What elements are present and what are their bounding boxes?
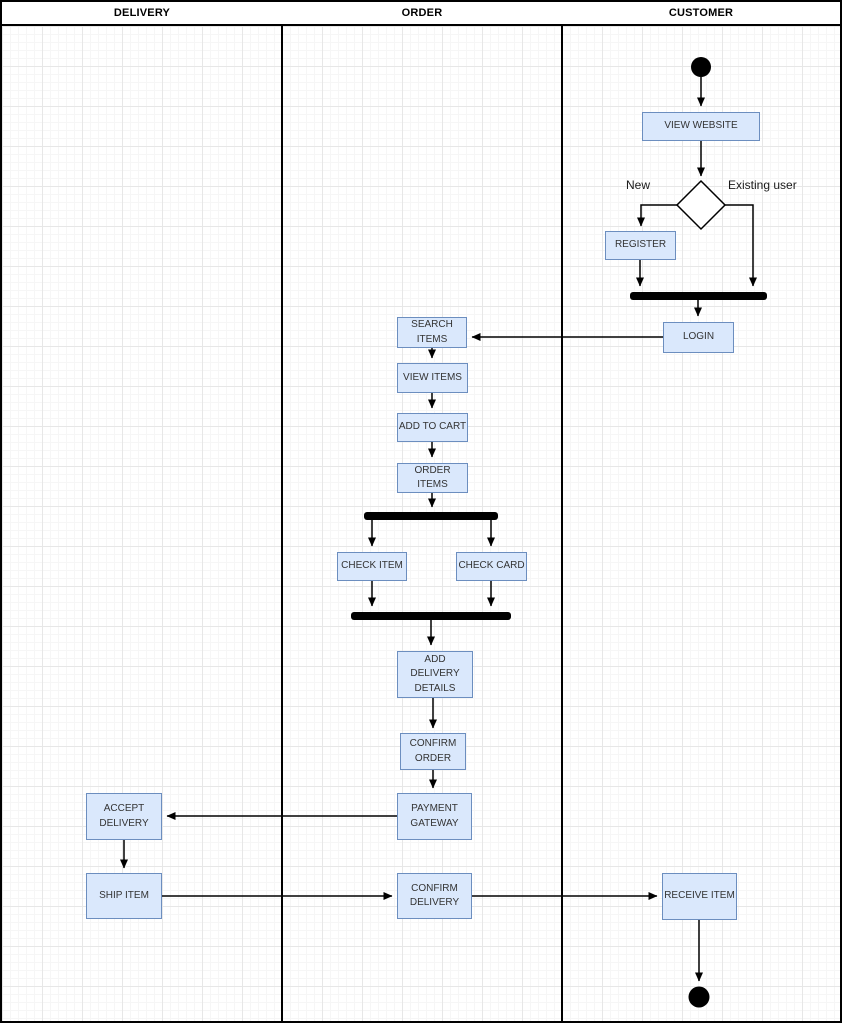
activity-confirm-order[interactable]: CONFIRM ORDER [400, 733, 466, 770]
lane-header-order: ORDER [282, 2, 562, 26]
branch-label-new: New [626, 178, 651, 192]
lane-header-customer: CUSTOMER [562, 2, 840, 26]
activity-check-item[interactable]: CHECK ITEM [337, 552, 407, 581]
lane-header-delivery: DELIVERY [2, 2, 282, 26]
grid-background [2, 26, 840, 1021]
activity-receive-item[interactable]: RECEIVE ITEM [662, 873, 737, 920]
activity-ship-item[interactable]: SHIP ITEM [86, 873, 162, 919]
activity-confirm-delivery[interactable]: CONFIRM DELIVERY [397, 873, 472, 919]
activity-check-card[interactable]: CHECK CARD [456, 552, 527, 581]
activity-accept-delivery[interactable]: ACCEPT DELIVERY [86, 793, 162, 840]
activity-register[interactable]: REGISTER [605, 231, 676, 260]
activity-add-delivery-details[interactable]: ADD DELIVERY DETAILS [397, 651, 473, 698]
lane-divider-order-customer [561, 2, 563, 1021]
activity-order-items[interactable]: ORDER ITEMS [397, 463, 468, 493]
lane-divider-delivery-order [281, 2, 283, 1021]
activity-login[interactable]: LOGIN [663, 322, 734, 353]
activity-payment-gateway[interactable]: PAYMENT GATEWAY [397, 793, 472, 840]
activity-add-to-cart[interactable]: ADD TO CART [397, 413, 468, 442]
activity-view-website[interactable]: VIEW WEBSITE [642, 112, 760, 141]
branch-label-existing-user: Existing user [728, 178, 797, 192]
activity-view-items[interactable]: VIEW ITEMS [397, 363, 468, 393]
activity-search-items[interactable]: SEARCH ITEMS [397, 317, 467, 348]
